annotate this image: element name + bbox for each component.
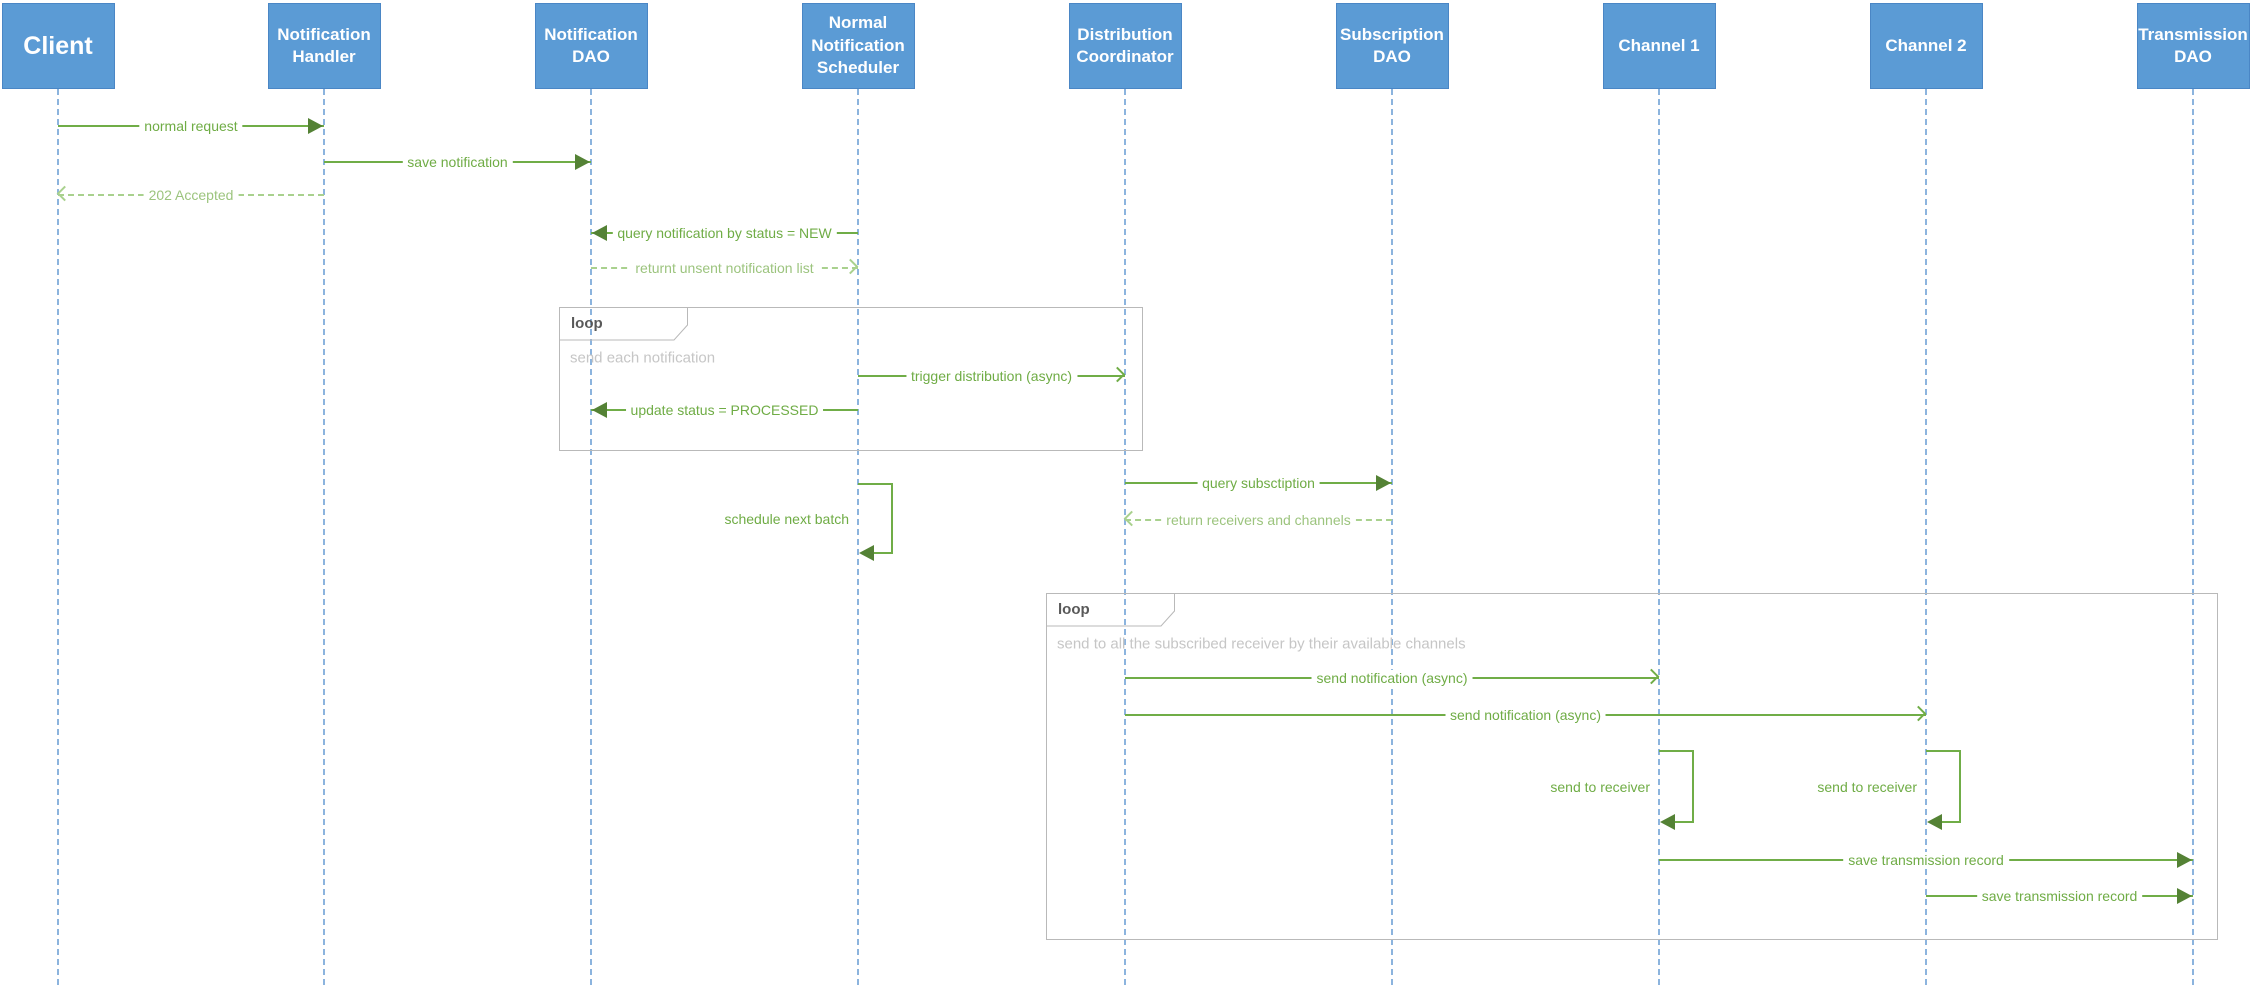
loop-frame — [559, 307, 1143, 451]
participant-label: Channel 2 — [1885, 35, 1967, 55]
message-label: query notification by status = NEW — [612, 224, 837, 242]
loop-frame — [1046, 593, 2218, 940]
arrowhead-icon — [308, 118, 323, 134]
loop-label: loop — [571, 315, 603, 332]
participant-label: Subscription DAO — [1340, 24, 1444, 66]
message-line — [858, 483, 893, 485]
message-label: update status = PROCESSED — [625, 401, 824, 419]
lifeline-notification-dao — [590, 89, 592, 985]
message-label: send notification (async) — [1311, 669, 1473, 687]
participant-notification-dao: Notification DAO — [534, 3, 648, 89]
open-arrowhead-icon — [56, 185, 73, 202]
lifeline-notification-handler — [323, 89, 325, 985]
lifeline-channel-2 — [1925, 89, 1927, 985]
message-line — [891, 483, 893, 554]
arrowhead-icon — [2177, 888, 2192, 904]
participant-client: Client — [1, 3, 115, 89]
participant-transmission-dao: Transmission DAO — [2136, 3, 2250, 89]
participant-label: Client — [23, 31, 93, 60]
message-label: query subsctiption — [1197, 474, 1320, 492]
message-label: send to receiver — [1550, 778, 1650, 795]
message-line — [1959, 750, 1961, 823]
arrowhead-icon — [1660, 814, 1675, 830]
lifeline-channel-1 — [1658, 89, 1660, 985]
lifeline-subscription-dao — [1391, 89, 1393, 985]
participant-label: Notification DAO — [544, 24, 638, 66]
open-arrowhead-icon — [1123, 510, 1140, 527]
participant-label: Notification Handler — [277, 24, 371, 66]
message-line — [1692, 750, 1694, 823]
participant-label: Normal Notification Scheduler — [811, 13, 905, 78]
message-line — [1941, 821, 1961, 823]
message-line — [873, 552, 893, 554]
message-line — [1674, 821, 1694, 823]
message-label: normal request — [139, 117, 243, 135]
loop-tab-icon — [1046, 593, 1176, 627]
participant-channel-2: Channel 2 — [1869, 3, 1983, 89]
message-label: returnt unsent notification list — [630, 259, 819, 277]
message-label: schedule next batch — [724, 510, 849, 527]
message-label: save notification — [402, 153, 513, 171]
arrowhead-icon — [592, 402, 607, 418]
loop-guard: send to all the subscribed receiver by t… — [1057, 635, 1466, 653]
arrowhead-icon — [575, 154, 590, 170]
participant-label: Distribution Coordinator — [1076, 24, 1174, 66]
message-label: save transmission record — [1843, 851, 2009, 869]
loop-label: loop — [1058, 601, 1090, 618]
participant-distribution-coordinator: Distribution Coordinator — [1068, 3, 1182, 89]
participant-normal-notification-scheduler: Normal Notification Scheduler — [801, 3, 915, 89]
participant-label: Transmission DAO — [2138, 24, 2248, 66]
loop-tab-icon — [559, 307, 689, 341]
open-arrowhead-icon — [842, 258, 859, 275]
arrowhead-icon — [1927, 814, 1942, 830]
message-line — [1659, 750, 1694, 752]
message-label: send to receiver — [1817, 778, 1917, 795]
arrowhead-icon — [2177, 852, 2192, 868]
message-line — [1926, 750, 1961, 752]
participant-label: Channel 1 — [1618, 35, 1700, 55]
lifeline-client — [57, 89, 59, 985]
arrowhead-icon — [592, 225, 607, 241]
message-label: 202 Accepted — [143, 186, 239, 204]
arrowhead-icon — [859, 545, 874, 561]
participant-channel-1: Channel 1 — [1602, 3, 1716, 89]
message-label: trigger distribution (async) — [905, 367, 1078, 385]
loop-guard: send each notification — [570, 349, 716, 367]
message-label: return receivers and channels — [1161, 511, 1356, 529]
arrowhead-icon — [1376, 475, 1391, 491]
lifeline-transmission-dao — [2192, 89, 2194, 985]
lifeline-normal-notification-scheduler — [857, 89, 859, 985]
lifeline-distribution-coordinator — [1124, 89, 1126, 985]
message-label: send notification (async) — [1445, 706, 1606, 724]
participant-notification-handler: Notification Handler — [267, 3, 381, 89]
message-label: save transmission record — [1976, 887, 2143, 905]
participant-subscription-dao: Subscription DAO — [1335, 3, 1449, 89]
